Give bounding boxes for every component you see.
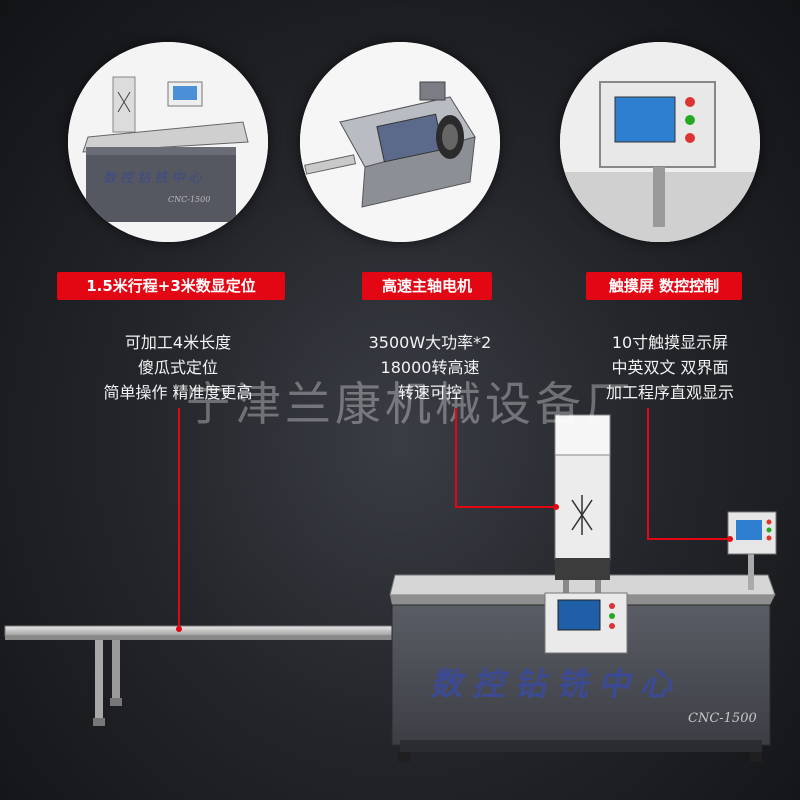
desc-line: 可加工4米长度 — [124, 333, 232, 352]
feature-desc-touchscreen: 10寸触摸显示屏 中英双文 双界面 加工程序直观显示 — [570, 330, 770, 405]
feature-desc-stroke: 可加工4米长度 傻瓜式定位 简单操作 精准度更高 — [78, 330, 278, 405]
desc-line: 18000转高速 — [380, 358, 480, 377]
machine-front-text: 数控钻铣中心 — [430, 665, 682, 703]
desc-line: 简单操作 精准度更高 — [103, 383, 253, 402]
leader-line-touchscreen — [647, 408, 649, 540]
feature-badge-touchscreen: 触摸屏 数控控制 — [586, 272, 742, 300]
desc-line: 中英双文 双界面 — [611, 358, 729, 377]
cnc-machine-image: 数控钻铣中心 CNC-1500 — [0, 400, 800, 800]
desc-line: 10寸触摸显示屏 — [611, 333, 729, 352]
touchscreen-panel-image — [560, 42, 760, 242]
leader-dot-spindle — [553, 504, 559, 510]
spindle-motor-image — [300, 42, 500, 242]
leader-dot-stroke — [176, 626, 182, 632]
feature-badge-spindle: 高速主轴电机 — [362, 272, 492, 300]
leader-line-touchscreen-h — [647, 538, 729, 540]
feature-desc-spindle: 3500W大功率*2 18000转高速 转速可控 — [330, 330, 530, 405]
desc-line: 转速可控 — [397, 383, 462, 402]
desc-line: 3500W大功率*2 — [368, 333, 492, 352]
leader-line-spindle — [455, 408, 457, 508]
machine-model-text: CNC-1500 — [688, 711, 757, 726]
desc-line: 傻瓜式定位 — [137, 358, 218, 377]
feature-badge-stroke: 1.5米行程+3米数显定位 — [57, 272, 285, 300]
svg-text:CNC-1500: CNC-1500 — [168, 195, 210, 204]
leader-line-stroke — [178, 408, 180, 630]
leader-dot-touchscreen — [727, 536, 733, 542]
desc-line: 加工程序直观显示 — [605, 383, 734, 402]
leader-line-spindle-h — [455, 506, 555, 508]
company-watermark: 宁津兰康机械设备厂 — [185, 377, 635, 431]
svg-text:数 控 钻 铣 中 心: 数 控 钻 铣 中 心 — [103, 171, 203, 186]
machine-overview-image: 数 控 钻 铣 中 心 CNC-1500 — [68, 42, 268, 242]
